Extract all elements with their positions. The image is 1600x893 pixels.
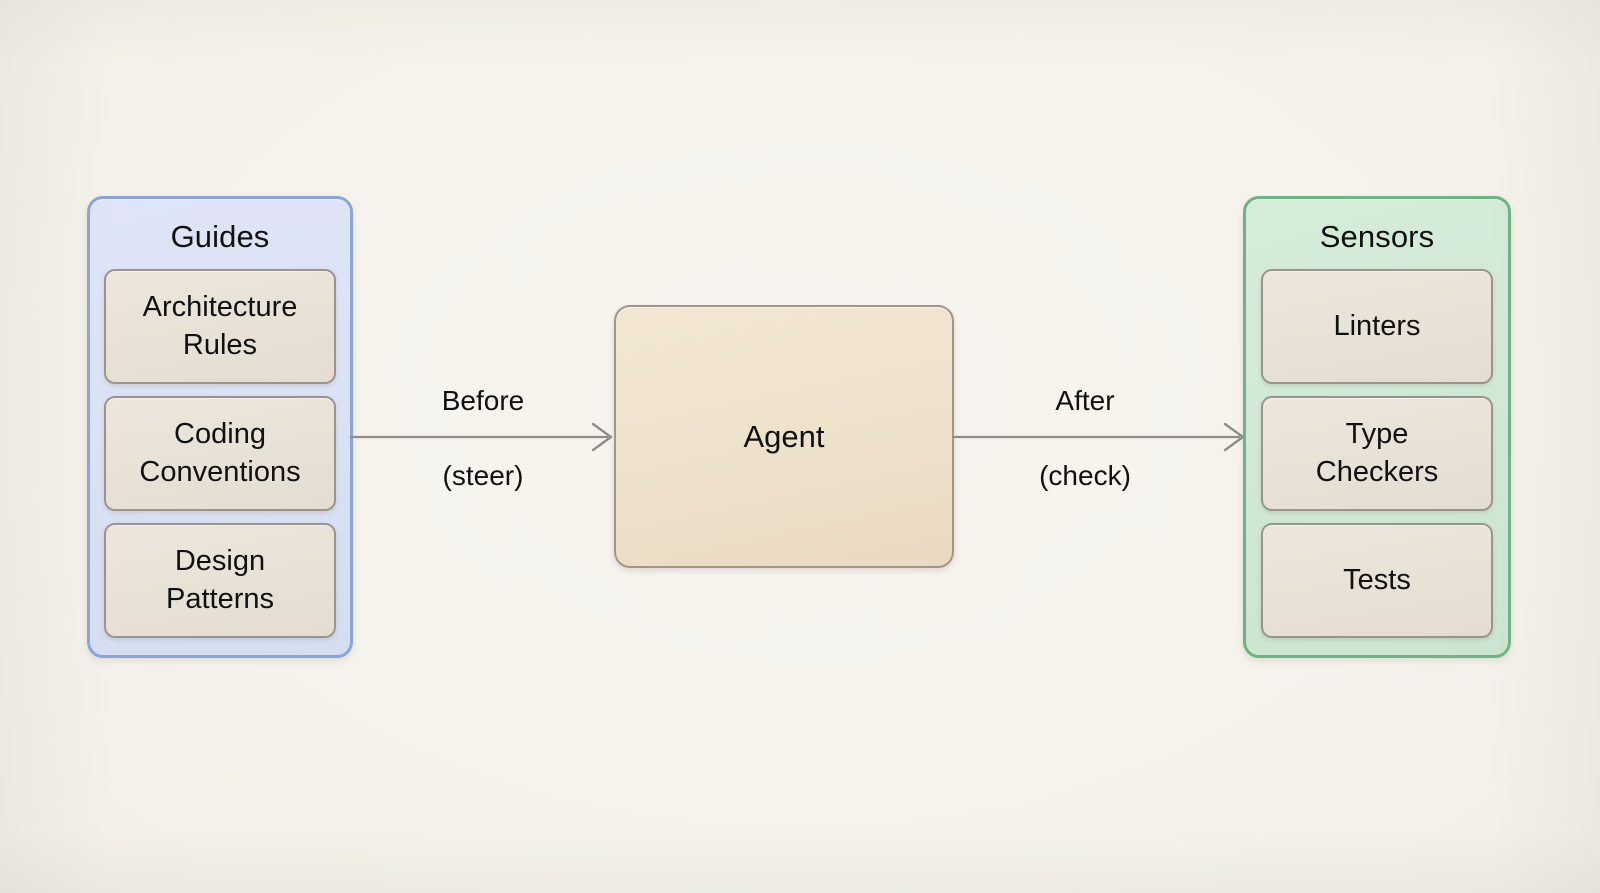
card-line-2: Rules [182, 328, 258, 361]
card-line-1: Type [1345, 417, 1409, 450]
card-line-2: Conventions [139, 455, 301, 488]
card-linters: Linters [1261, 269, 1493, 384]
edge-label-after-line-1: After [1055, 385, 1115, 417]
group-guides-title: Guides [170, 219, 270, 254]
card-design-patterns: Design Patterns [104, 523, 336, 638]
card-line-1: Coding [174, 417, 266, 450]
card-type-checkers: Type Checkers [1261, 396, 1493, 511]
node-agent-label: Agent [743, 418, 825, 454]
edge-label-before-line-1: Before [441, 385, 525, 417]
card-coding-conventions: Coding Conventions [104, 396, 336, 511]
card-line-1: Linters [1333, 309, 1421, 342]
edge-label-before-line-2: (steer) [442, 459, 524, 491]
edge-label-after: After (check) [960, 345, 1210, 531]
node-agent: Agent [614, 305, 954, 568]
group-sensors: Sensors Linters Type Checkers Tests [1243, 196, 1511, 658]
edge-label-after-line-2: (check) [1039, 459, 1131, 491]
group-sensors-title: Sensors [1319, 219, 1435, 254]
edge-label-before: Before (steer) [358, 345, 608, 531]
card-line-1: Architecture [142, 290, 298, 323]
card-line-1: Tests [1343, 563, 1411, 596]
card-architecture-rules: Architecture Rules [104, 269, 336, 384]
card-line-2: Patterns [166, 582, 274, 615]
card-line-1: Design [174, 544, 266, 577]
group-guides: Guides Architecture Rules Coding Convent… [87, 196, 353, 658]
arrow-before [350, 422, 613, 452]
card-line-2: Checkers [1315, 455, 1439, 488]
arrow-after [952, 422, 1245, 452]
card-tests: Tests [1261, 523, 1493, 638]
